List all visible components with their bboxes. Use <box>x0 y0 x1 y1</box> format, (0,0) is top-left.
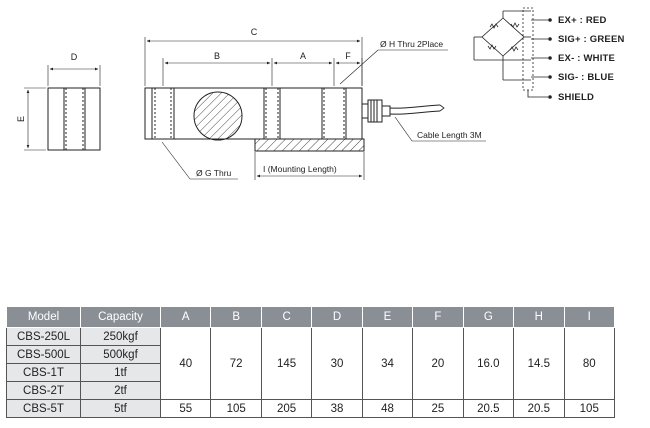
value-e: 48 <box>361 399 414 418</box>
model-cell: CBS-500L <box>6 345 81 364</box>
wiring-diagram <box>473 7 548 98</box>
model-cell: CBS-1T <box>6 363 81 382</box>
wire-ex-minus-label: EX- : WHITE <box>558 53 615 64</box>
value-c: 145 <box>260 327 313 400</box>
dim-c-label: C <box>251 27 258 37</box>
header-model: Model <box>6 306 81 328</box>
capacity-cell: 500kgf <box>80 345 161 364</box>
header-g: G <box>462 306 515 328</box>
wire-ex-plus-label: EX+ : RED <box>558 15 607 26</box>
capacity-cell: 250kgf <box>80 327 161 346</box>
model-cell: CBS-2T <box>6 381 81 400</box>
value-f: 20 <box>412 327 464 400</box>
cable-length-label: Cable Length 3M <box>417 130 482 140</box>
wire-sig-minus-label: SIG- : BLUE <box>558 72 614 83</box>
hole-h-label: Ø H Thru 2Place <box>380 39 443 49</box>
value-i: 105 <box>563 399 615 418</box>
model-cell: CBS-5T <box>6 399 81 418</box>
header-i: I <box>563 306 615 328</box>
model-cell: CBS-250L <box>6 327 81 346</box>
capacity-cell: 1tf <box>80 363 161 382</box>
value-g: 16.0 <box>462 327 515 400</box>
mounting-length-label: I (Mounting Length) <box>263 164 337 174</box>
value-d: 30 <box>311 327 363 400</box>
value-a: 40 <box>159 327 212 400</box>
value-f: 25 <box>412 399 464 418</box>
header-e: E <box>361 306 414 328</box>
dim-c <box>144 37 363 86</box>
value-e: 34 <box>361 327 414 400</box>
table-row: CBS-500L 500kgf <box>6 345 615 364</box>
header-c: C <box>260 306 313 328</box>
header-a: A <box>159 306 212 328</box>
value-i: 80 <box>563 327 615 400</box>
dim-f-label: F <box>345 51 351 61</box>
value-d: 38 <box>311 399 363 418</box>
side-view <box>24 65 101 151</box>
technical-drawing: D E <box>16 7 625 180</box>
spec-table: Model Capacity A B C D E F G H I CBS-250… <box>6 306 615 418</box>
header-b: B <box>210 306 262 328</box>
capacity-cell: 2tf <box>80 381 161 400</box>
value-h: 20.5 <box>513 399 565 418</box>
dim-a-label: A <box>300 51 306 61</box>
wire-shield-label: SHIELD <box>558 92 594 103</box>
header-d: D <box>311 306 363 328</box>
header-f: F <box>412 306 464 328</box>
capacity-cell: 5tf <box>80 399 161 418</box>
dim-b-label: B <box>214 51 220 61</box>
dim-baf <box>162 58 363 86</box>
header-capacity: Capacity <box>80 306 161 328</box>
table-row: CBS-250L 250kgf 40 72 145 30 34 20 16.0 … <box>6 327 615 400</box>
value-b: 105 <box>210 399 262 418</box>
table-row: CBS-1T 1tf <box>6 363 615 382</box>
front-view <box>144 87 445 152</box>
table-row: CBS-5T 5tf 55 105 205 38 48 25 20.5 20.5… <box>6 399 615 418</box>
table-row: CBS-2T 2tf <box>6 381 615 400</box>
value-c: 205 <box>260 399 313 418</box>
dim-i <box>254 152 365 180</box>
header-h: H <box>513 306 565 328</box>
wire-sig-plus-label: SIG+ : GREEN <box>558 34 625 45</box>
value-b: 72 <box>210 327 262 400</box>
value-h: 14.5 <box>513 327 565 400</box>
value-a: 55 <box>159 399 212 418</box>
hole-g-label: Ø G Thru <box>196 168 232 178</box>
table-header-row: Model Capacity A B C D E F G H I <box>6 306 615 328</box>
dim-d-label: D <box>71 52 78 62</box>
value-g: 20.5 <box>462 399 515 418</box>
dim-e-label: E <box>16 116 26 122</box>
